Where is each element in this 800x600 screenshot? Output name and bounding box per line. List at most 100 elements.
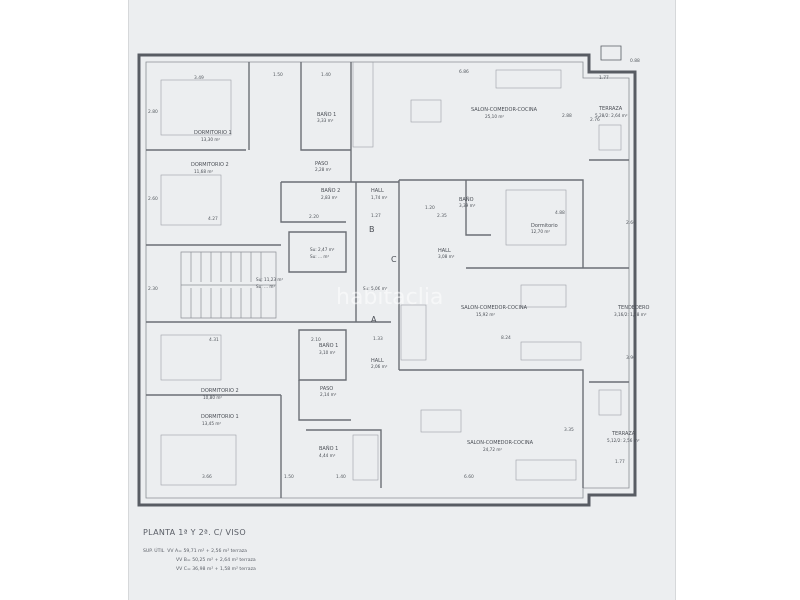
dimension-label: 3.35 [564, 427, 574, 433]
surface-line: VV C= 36,98 m² + 1,58 m² terraza [143, 565, 403, 574]
room-area: Su: 2,47 m² [310, 247, 335, 252]
wall-unit-c-top [399, 179, 584, 268]
room-name: DORMITORIO 1 [201, 414, 239, 420]
room-name: HALL [371, 188, 384, 194]
dimension-label: 2.30 [148, 286, 158, 292]
dimension-label: 4.31 [209, 337, 219, 343]
interior-walls [146, 62, 629, 498]
unit-letters: B C A [369, 225, 397, 324]
dimension-label: 4.27 [208, 216, 218, 222]
room-name: HALL [438, 248, 451, 254]
table-bot [420, 409, 462, 433]
corner-marker [600, 45, 622, 61]
dimension-label: 6.60 [464, 474, 474, 480]
bed-dorm-c [505, 189, 567, 246]
bed-dorm1-bot [160, 434, 237, 486]
room-name: BAÑO 1 [319, 445, 338, 452]
room-area: 5,28/2: 2,64 m² [595, 113, 628, 118]
room-name: SALON-COMEDOR-COCINA [471, 107, 538, 113]
room-name: TERRAZA [611, 431, 636, 437]
unit-letter-a: A [371, 315, 377, 324]
surface-line: SUP. ÚTIL VV A= 59,71 m² + 2,56 m² terra… [143, 547, 403, 556]
wall-unit-c-mid [465, 180, 491, 236]
room-name: HALL [371, 358, 384, 364]
room-area: Su: 5,06 m² [363, 286, 388, 291]
sofa-bot [515, 459, 577, 481]
room-name: BAÑO 1 [319, 342, 338, 349]
room-name: BAÑO [459, 196, 474, 203]
room-area: 25,10 m² [485, 114, 504, 119]
dimension-label: 8.24 [501, 335, 511, 341]
room-area: 3,39 m² [459, 203, 476, 208]
outer-wall-outline [137, 53, 637, 507]
stair-treads-upper [190, 252, 262, 282]
dimension-label: 1.50 [273, 72, 283, 78]
outer-walls [137, 45, 637, 507]
surface-lines: SUP. ÚTIL VV A= 59,71 m² + 2,56 m² terra… [143, 547, 403, 574]
room-area: 3,10 m² [319, 350, 336, 355]
dimension-label: 1.27 [371, 213, 381, 219]
room-name: SALON-COMEDOR-COCINA [461, 305, 528, 311]
room-area: Su: ... m² [256, 284, 275, 289]
dimension-label: 0.88 [630, 58, 640, 64]
room-area: Su: 11,23 m² [256, 277, 283, 282]
wall-bath2 [280, 182, 346, 223]
bed-dorm2-bot [160, 334, 222, 381]
table-top [410, 99, 442, 123]
room-name: PASO [315, 161, 328, 167]
stair-outline [180, 251, 277, 319]
room-name: PASO [320, 386, 333, 392]
dimension-label: 1.40 [321, 72, 331, 78]
sofa-mid [520, 341, 582, 361]
surface-value: VV B= 50,25 m² + 2,64 m² terraza [176, 558, 256, 563]
wall-bath-bot [298, 329, 347, 381]
room-area: 13,45 m² [202, 421, 221, 426]
room-name: TERRAZA [598, 106, 623, 112]
room-area: Su: ... m² [310, 254, 329, 259]
wall-bath-bot2 [306, 429, 382, 488]
wall-shaft [288, 231, 347, 273]
dimension-label: 2.20 [309, 214, 319, 220]
dimension-label: 1.77 [615, 459, 625, 465]
terraza-table-bot [598, 389, 622, 416]
plan-sheet: DORMITORIO 1 13,30 m² DORMITORIO 2 11,68… [128, 0, 676, 600]
room-name: SALON-COMEDOR-COCINA [467, 440, 534, 446]
terraza-table-top [598, 124, 622, 151]
room-name: Dormitorio [531, 223, 558, 229]
dimension-label: 2.60 [148, 196, 158, 202]
room-name: DORMITORIO 2 [201, 388, 239, 394]
room-labels: DORMITORIO 1 13,30 m² DORMITORIO 2 11,68… [191, 106, 649, 458]
room-area: 5,12/2: 2,56 m² [607, 438, 640, 443]
wall-vertical-bath [300, 62, 351, 151]
dimension-label: 3.49 [194, 75, 204, 81]
room-area: 2,06 m² [371, 364, 388, 369]
stair-treads-lower [190, 288, 262, 318]
dimension-label: 2.88 [562, 113, 572, 119]
surface-label: SUP. ÚTIL [143, 549, 165, 554]
dimension-label: 2.76 [590, 117, 600, 123]
room-name: BAÑO 2 [321, 187, 340, 194]
room-area: 15,92 m² [476, 312, 495, 317]
dimension-label: 1.50 [284, 474, 294, 480]
wall-paso-bot [298, 380, 351, 421]
dimension-label: 1.77 [599, 75, 609, 81]
dimension-label: 1.20 [425, 205, 435, 211]
dimension-label: 6.86 [459, 69, 469, 75]
surface-line: VV B= 50,25 m² + 2,64 m² terraza [143, 556, 403, 565]
dimension-label: 2.35 [437, 213, 447, 219]
room-area: 13,30 m² [201, 137, 220, 142]
surface-value: VV C= 36,98 m² + 1,58 m² terraza [176, 567, 256, 572]
room-area: 1,74 m² [371, 195, 388, 200]
room-name: DORMITORIO 1 [194, 130, 232, 136]
kitchen-counter-top [352, 61, 374, 148]
plan-title: PLANTA 1ª Y 2ª. C/ VISO [143, 528, 246, 537]
room-area: 3,08 m² [438, 254, 455, 259]
room-area: 24,72 m² [483, 447, 502, 452]
kitchen-counter-bot [352, 434, 379, 481]
room-area: 2,28 m² [315, 167, 332, 172]
room-name: TENDEDERO [617, 305, 649, 311]
plan-legend: PLANTA 1ª Y 2ª. C/ VISO SUP. ÚTIL VV A= … [143, 528, 403, 574]
unit-letter-b: B [369, 225, 375, 234]
room-area: 11,68 m² [194, 169, 213, 174]
bed-dorm1-top [160, 79, 232, 136]
